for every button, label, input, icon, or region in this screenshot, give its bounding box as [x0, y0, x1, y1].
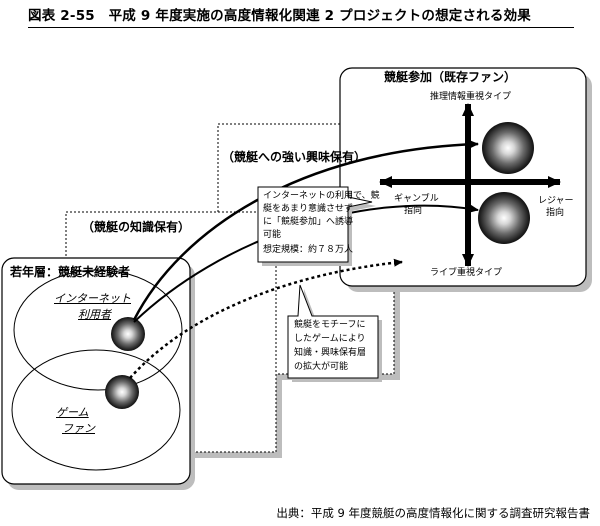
- sphere-info-type: [482, 122, 534, 174]
- note-game-line-2: したゲームにより: [294, 334, 366, 344]
- flow-arrow-game-dotted: [129, 258, 403, 379]
- note-game-line-3: 知識・興味保有層: [294, 348, 367, 358]
- quadrant-bottom-label: ライブ重視タイプ: [430, 268, 503, 278]
- game-fans-label-1: ゲーム: [56, 406, 89, 419]
- interest-panel-label: （競艇への強い興味保有）: [222, 150, 367, 164]
- internet-users-label-2: 利用者: [78, 308, 111, 321]
- quadrant-left-label-2: 指向: [404, 206, 423, 216]
- note-internet-line-5: 想定規模：約７８万人: [263, 245, 354, 255]
- figure-title: 図表 2-55 平成 9 年度実施の高度情報化関連 2 プロジェクトの想定される…: [28, 8, 531, 24]
- note-internet-line-4: 可能: [263, 230, 282, 240]
- note-internet-line-2: 艇をあまり意識させず: [263, 204, 354, 214]
- quadrant-right-label-2: 指向: [546, 208, 565, 218]
- sphere-game-fans: [105, 375, 139, 409]
- note-game-line-4: の拡大が可能: [294, 362, 349, 372]
- internet-users-label-1: インターネット: [54, 292, 131, 305]
- note-internet-line-1: インターネットの利用で、競: [263, 191, 380, 201]
- note-game-line-1: 競艇をモチーフに: [294, 320, 366, 330]
- internet-users-ellipse: [13, 269, 183, 391]
- sphere-live-type: [478, 192, 530, 244]
- young-panel-label: 若年層：競艇未経験者: [10, 265, 131, 279]
- note-internet-box: [257, 186, 373, 263]
- note-game-box: [287, 284, 379, 379]
- existing-panel-label: 競艇参加（既存ファン）: [384, 70, 517, 84]
- note-internet-line-3: に「競艇参加」へ誘導: [263, 217, 354, 227]
- sphere-internet-users: [111, 317, 145, 351]
- game-fans-ellipse: [11, 349, 181, 471]
- source-note: 出典：平成 9 年度競艇の高度情報化に関する調査研究報告書: [276, 506, 590, 520]
- title-underline: [28, 27, 574, 28]
- game-fans-label-2: ファン: [62, 422, 95, 435]
- quadrant-top-label: 推理情報重視タイプ: [430, 92, 512, 102]
- quadrant-right-label-1: レジャー: [538, 196, 574, 206]
- knowledge-panel-label: （競艇の知識保有）: [82, 220, 191, 234]
- quadrant-left-label-1: ギャンブル: [394, 194, 439, 204]
- flow-arrow-internet-upper: [132, 140, 479, 321]
